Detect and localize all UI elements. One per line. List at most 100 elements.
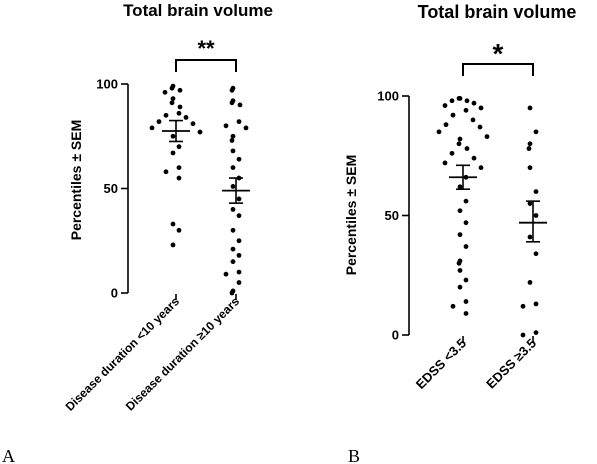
panel-label: B	[348, 446, 360, 464]
data-point	[156, 119, 162, 125]
data-point	[230, 227, 236, 233]
data-point	[230, 165, 236, 171]
data-point	[177, 87, 183, 93]
data-point	[236, 252, 242, 258]
data-point	[176, 175, 182, 181]
data-point	[470, 117, 476, 123]
panel-label: A	[2, 446, 15, 464]
data-point	[526, 146, 532, 151]
data-point	[442, 103, 448, 108]
data-point	[527, 105, 533, 111]
x-category-label: EDSS ≥3.5	[483, 336, 539, 392]
data-point	[457, 232, 463, 238]
data-point	[170, 150, 176, 156]
data-point	[527, 234, 533, 240]
data-point	[442, 160, 448, 166]
data-point	[223, 123, 229, 129]
data-point	[527, 141, 533, 147]
data-point	[236, 156, 242, 162]
significance-bracket	[462, 63, 534, 76]
data-point	[236, 119, 242, 125]
data-point	[230, 184, 236, 189]
data-point	[478, 165, 484, 171]
y-tick-label: 50	[385, 208, 399, 223]
data-point	[449, 98, 455, 104]
y-axis-label: Percentiles ± SEM	[68, 120, 84, 241]
data-point	[163, 169, 169, 175]
data-point	[463, 107, 469, 113]
data-point	[463, 244, 469, 249]
data-point	[533, 301, 539, 307]
data-point	[457, 208, 463, 214]
data-point	[443, 122, 449, 128]
data-point	[520, 303, 526, 309]
y-axis-label: Percentiles ± SEM	[343, 155, 359, 276]
data-point	[223, 271, 229, 277]
data-point	[464, 98, 470, 104]
data-point	[169, 85, 175, 91]
data-point	[236, 238, 242, 244]
y-tick-label: 100	[96, 77, 118, 92]
data-point	[457, 284, 463, 290]
data-point	[450, 303, 456, 309]
data-point	[527, 280, 533, 285]
data-point	[236, 269, 242, 275]
data-point	[197, 129, 203, 135]
data-point	[463, 299, 469, 304]
data-point	[230, 133, 236, 139]
data-point	[176, 144, 182, 150]
data-point	[457, 268, 463, 273]
chart-title: Total brain volume	[123, 1, 273, 20]
data-point	[463, 277, 469, 283]
data-point	[230, 148, 236, 154]
y-tick-label: 0	[392, 328, 399, 343]
data-point	[471, 155, 477, 161]
data-point	[229, 290, 235, 296]
data-point	[230, 207, 236, 212]
data-point	[436, 129, 442, 135]
data-point	[477, 124, 483, 130]
chart-title: Total brain volume	[418, 2, 577, 22]
data-point	[463, 198, 469, 204]
data-point	[162, 89, 168, 95]
y-tick-label: 100	[377, 89, 399, 104]
data-point	[533, 189, 539, 195]
data-point	[457, 184, 463, 190]
data-point	[170, 96, 176, 102]
data-point	[449, 150, 455, 156]
data-point	[183, 115, 189, 120]
data-point	[533, 251, 539, 257]
data-point	[229, 100, 235, 106]
x-category-label: Disease duration ≥10 years	[123, 294, 242, 413]
data-point	[463, 220, 469, 226]
data-point	[236, 196, 242, 202]
significance-marker: *	[493, 38, 504, 69]
significance-marker: **	[197, 36, 215, 61]
data-point	[456, 141, 462, 147]
data-point	[170, 133, 176, 139]
data-point	[169, 100, 175, 106]
data-point	[149, 125, 155, 131]
data-point	[176, 165, 182, 171]
data-point	[457, 136, 463, 142]
data-point	[527, 165, 533, 171]
data-point	[478, 105, 484, 111]
data-point	[176, 227, 182, 233]
data-point	[456, 95, 462, 101]
data-point	[190, 121, 196, 127]
data-point	[520, 332, 526, 338]
data-point	[163, 112, 169, 118]
data-point	[170, 221, 176, 227]
data-point	[236, 213, 242, 219]
y-tick-label: 0	[111, 286, 118, 301]
data-point	[229, 138, 235, 143]
significance-bracket	[175, 59, 237, 72]
y-tick-label: 50	[104, 181, 118, 196]
data-point	[243, 125, 249, 131]
data-point	[456, 260, 462, 266]
data-point	[230, 259, 236, 265]
data-point	[170, 242, 176, 248]
data-point	[236, 280, 242, 285]
data-point	[463, 311, 469, 316]
